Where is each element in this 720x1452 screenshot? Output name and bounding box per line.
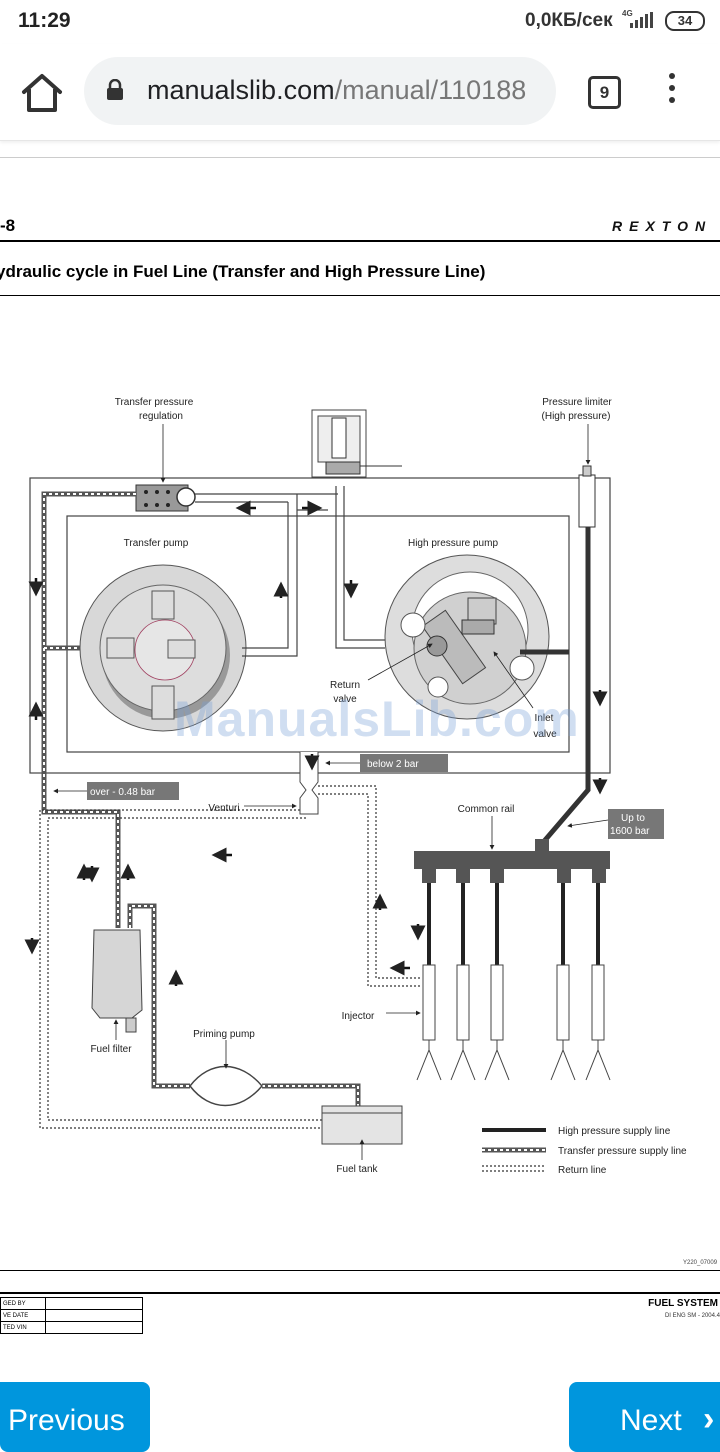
url-text: manualslib.com/manual/110188 [147,75,526,106]
table-row: TED VIN [0,1321,143,1334]
status-network-speed: 0,0КБ/сек [525,10,613,31]
label-transfer-pressure-regulation: Transfer pressure [115,397,194,408]
next-label: Next [620,1404,682,1437]
label-injector: Injector [342,1011,375,1022]
label-1600-bar: 1600 bar [610,826,650,837]
address-bar[interactable]: manualslib.com/manual/110188 [84,57,556,125]
more-menu-icon[interactable] [664,73,680,109]
footer-doc-id: DI ENG SM - 2004.4 [664,1313,720,1319]
footer-table: GED BY VE DATE TED VIN [0,1297,143,1334]
battery-icon: 34 [665,11,705,31]
label-inlet-valve: Inlet [535,713,554,724]
status-bar: 11:29 0,0КБ/сек 4G 34 [0,0,720,44]
common-rail [414,839,610,883]
browser-toolbar: manualslib.com/manual/110188 9 [0,44,720,141]
footer-row-value [45,1297,143,1310]
network-type: 4G [622,9,633,18]
high-pressure-pump [384,554,550,720]
label-pressure-limiter-2: (High pressure) [542,411,611,422]
figure-code: Y220_07009 [683,1260,718,1266]
fuel-filter [91,929,143,1033]
label-fuel-filter: Fuel filter [90,1044,132,1055]
legend-high-pressure-label: High pressure supply line [558,1126,671,1137]
fuel-system-diagram: Transfer pressure regulation Pressure li… [24,397,687,1176]
legend-return-line-label: Return line [558,1165,607,1176]
label-high-pressure-pump: High pressure pump [408,538,498,549]
pressure-limiter [578,465,596,528]
label-venturi: Venturi [208,803,239,814]
injectors [416,964,611,1081]
lock-icon [107,79,123,100]
venturi [299,752,319,815]
title-rule [0,295,720,296]
signal-icon [630,12,653,28]
url-domain: manualslib.com [147,75,335,105]
over-048-bar-box [87,782,179,800]
label-up-to: Up to [621,813,645,824]
footer-row-value [45,1321,143,1334]
header-rule [0,240,720,242]
legend-transfer-pressure-label: Transfer pressure supply line [558,1146,687,1157]
next-page-button[interactable]: Next › [569,1382,720,1452]
footer-row-label: TED VIN [0,1321,46,1334]
watermark: ManualsLib.com [174,691,580,747]
footer-row-label: VE DATE [0,1309,46,1322]
table-row: VE DATE [0,1309,143,1322]
label-return-valve: Return [330,680,360,691]
brand-logo: REXTON [612,218,713,234]
label-priming-pump: Priming pump [193,1029,255,1040]
table-row: GED BY [0,1297,143,1310]
label-inlet-valve-2: valve [533,729,557,740]
label-return-valve-2: valve [333,694,357,705]
label-transfer-pump: Transfer pump [124,538,189,549]
below-2-bar-box [360,754,448,772]
footer-rule-1 [0,1270,720,1271]
label-below-2-bar: below 2 bar [367,759,419,770]
section-title: ydraulic cycle in Fuel Line (Transfer an… [0,262,486,281]
label-pressure-limiter: Pressure limiter [542,397,612,408]
label-fuel-tank: Fuel tank [336,1164,378,1175]
previous-label: Previous [8,1404,125,1437]
priming-pump [189,1065,263,1107]
status-time: 11:29 [18,9,71,32]
footer-rule-2 [0,1292,720,1294]
fuel-tank [321,1105,403,1145]
label-over-048-bar: over - 0.48 bar [90,787,156,798]
home-icon[interactable] [18,71,66,115]
chevron-right-icon: › [703,1400,715,1438]
transfer-pump [79,564,247,732]
transfer-pressure-regulator [135,484,196,512]
footer-row-value [45,1309,143,1322]
page-number: -8 [0,216,16,235]
label-common-rail: Common rail [458,804,515,815]
label-transfer-pressure-regulation-2: regulation [139,411,183,422]
url-path: /manual/110188 [334,75,527,105]
tab-switcher-button[interactable]: 9 [588,76,621,109]
top-valve [311,409,402,478]
top-divider [0,157,720,158]
footer-row-label: GED BY [0,1297,46,1310]
previous-page-button[interactable]: Previous [0,1382,150,1452]
footer-system-name: FUEL SYSTEM [648,1298,718,1309]
up-to-1600-bar-box [608,809,664,839]
